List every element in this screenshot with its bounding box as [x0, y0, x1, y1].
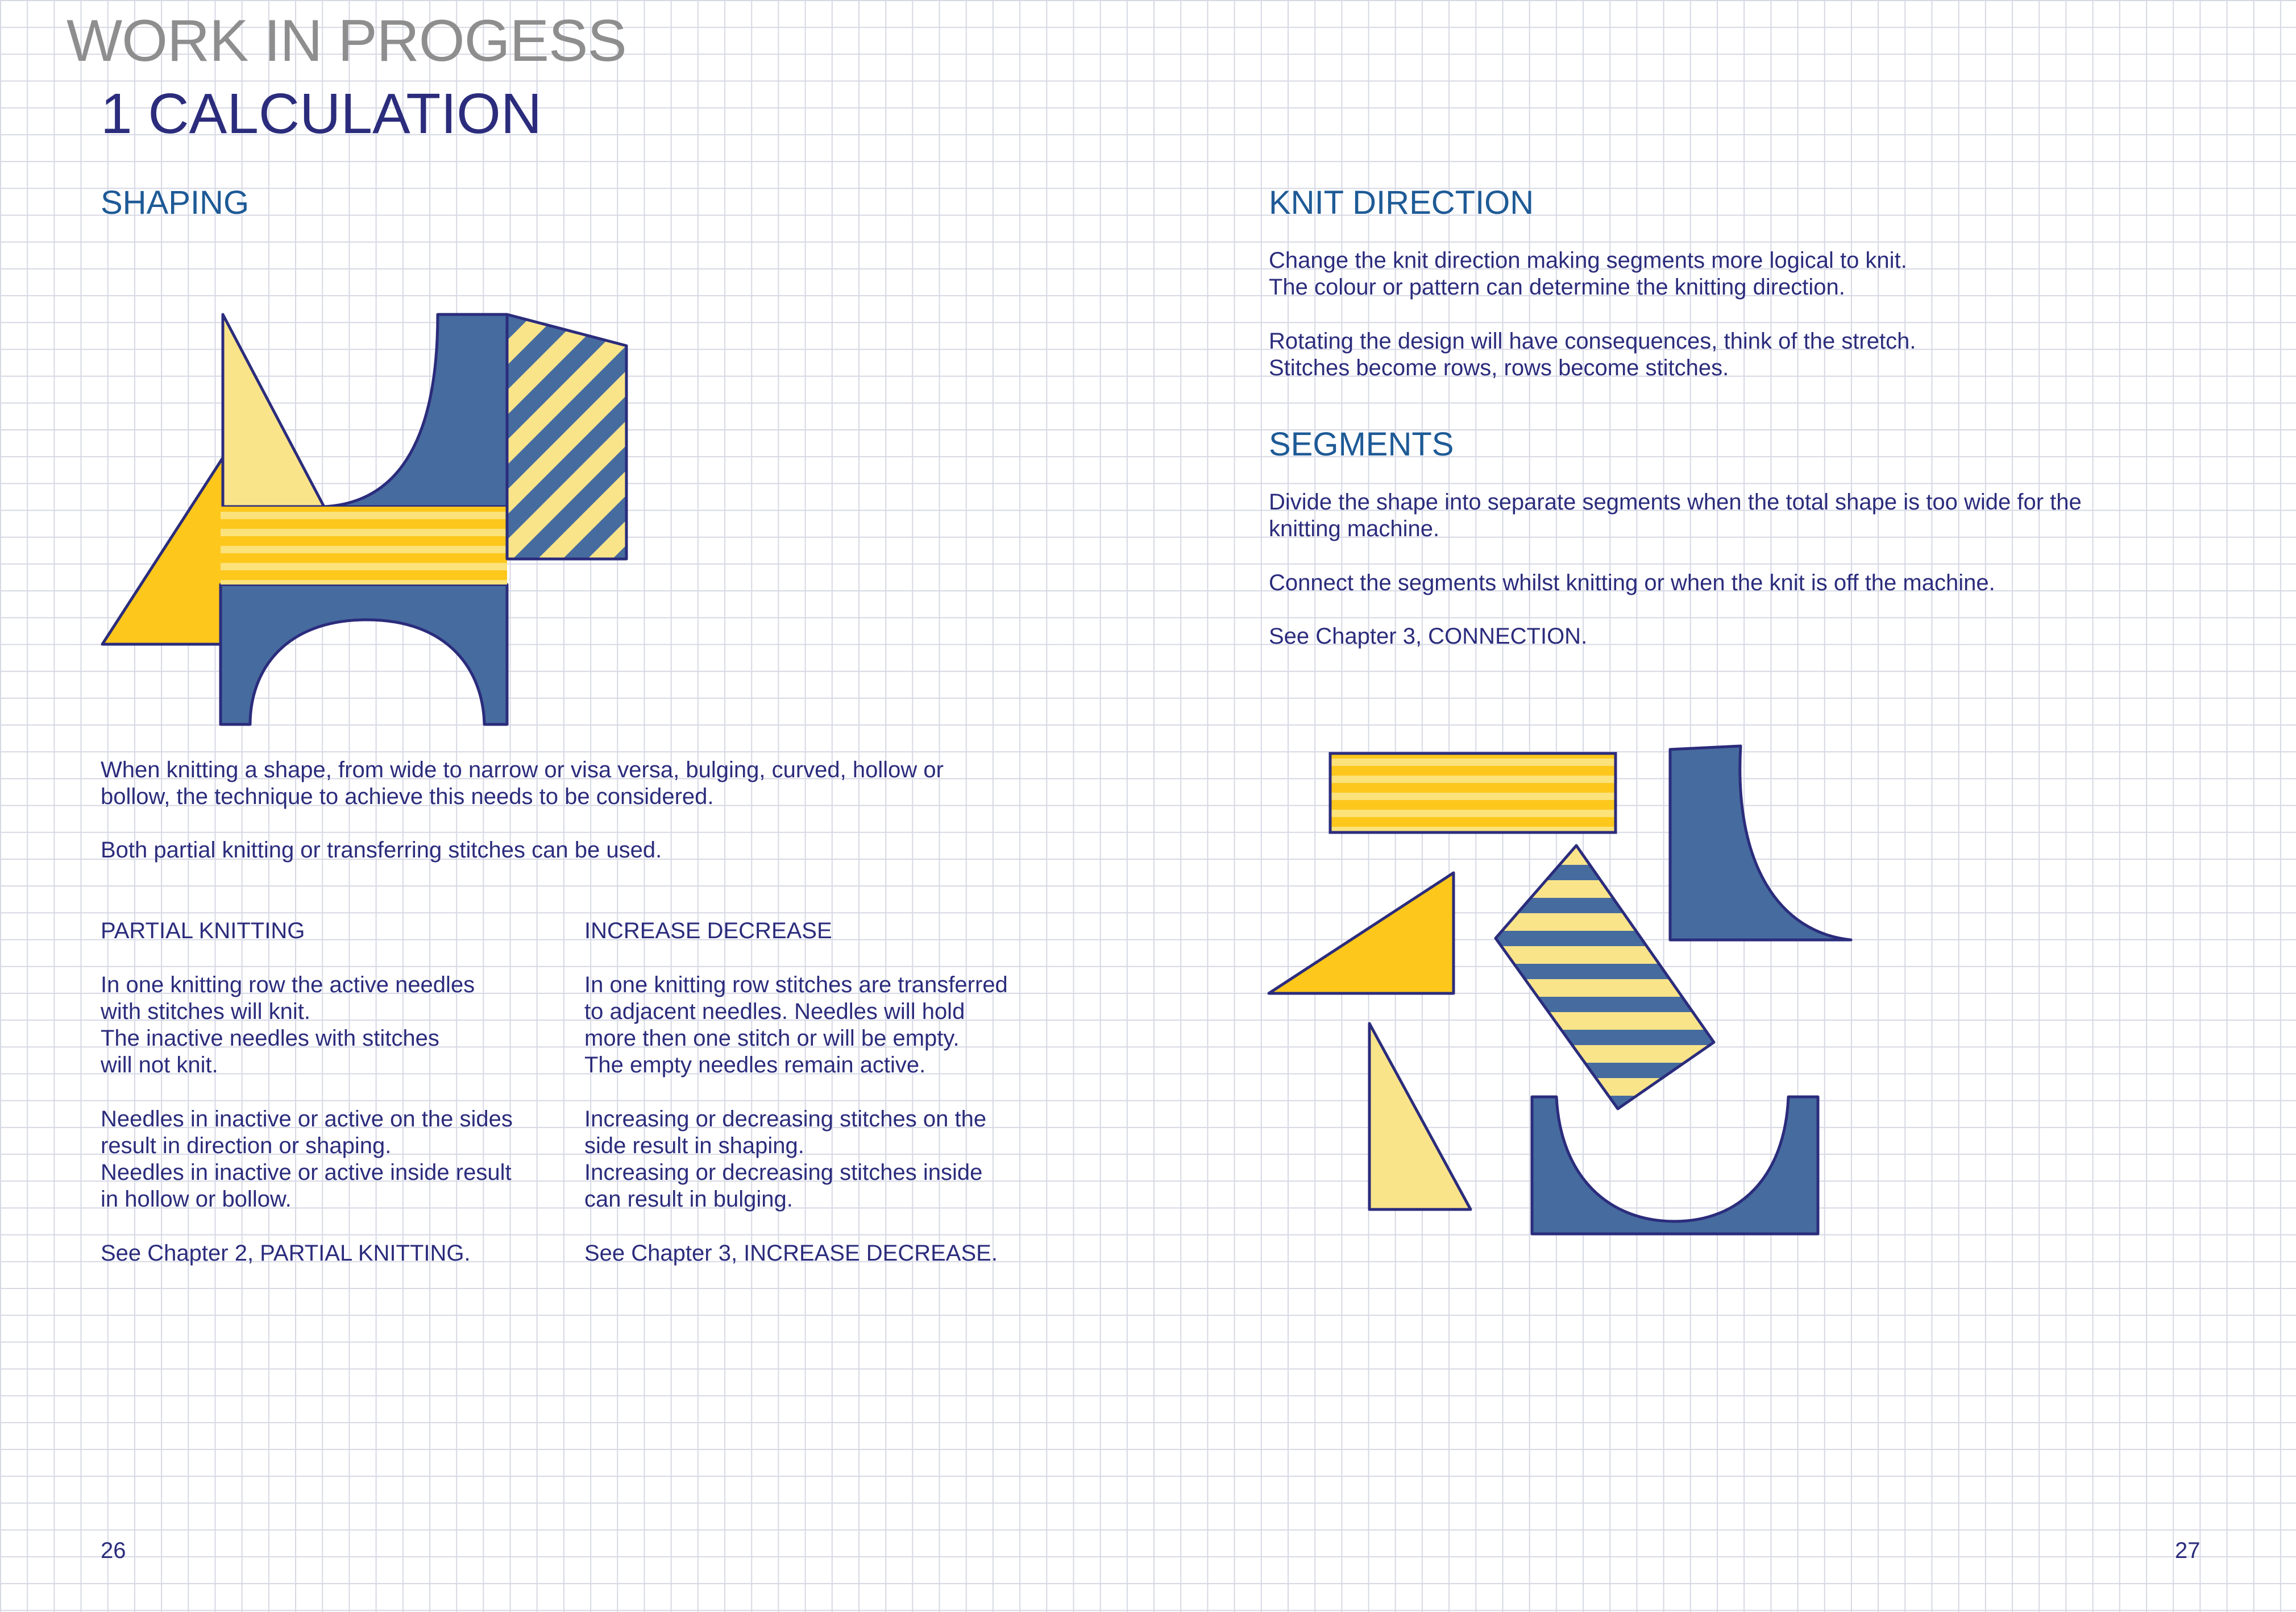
shaping-intro-2: Both partial knitting or transferring st… [101, 838, 662, 863]
partial-knitting-title: PARTIAL KNITTING [101, 918, 305, 943]
partial-knitting-para-1: In one knitting row the active needles w… [101, 972, 475, 1078]
knit-direction-para-1: Change the knit direction making segment… [1269, 248, 1907, 300]
increase-decrease-title: INCREASE DECREASE [584, 918, 832, 943]
partial-knitting-para-3: See Chapter 2, PARTIAL KNITTING. [101, 1241, 471, 1266]
increase-decrease-para-3: See Chapter 3, INCREASE DECREASE. [584, 1241, 998, 1266]
segments-para-1: Divide the shape into separate segments … [1269, 490, 2082, 541]
horizontal-stripe-band [221, 507, 507, 585]
increase-decrease-para-2: Increasing or decreasing stitches on the… [584, 1107, 987, 1212]
page-number-left: 26 [101, 1538, 126, 1563]
increase-decrease-para-1: In one knitting row stitches are transfe… [584, 972, 1008, 1078]
segment-blue-curved [1668, 744, 1853, 942]
segments-para-3: See Chapter 3, CONNECTION. [1269, 624, 1588, 649]
blue-arch-shape [219, 583, 509, 726]
knit-direction-para-2: Rotating the design will have consequenc… [1269, 329, 1916, 380]
segment-stripe-band [1328, 752, 1617, 834]
segment-light-yellow-triangle [1368, 1022, 1472, 1211]
segment-yellow-triangle [1267, 871, 1455, 995]
diagonal-stripe-shape [505, 313, 628, 561]
segment-blue-arch [1530, 1095, 1820, 1236]
shaping-intro-1: When knitting a shape, from wide to narr… [101, 757, 944, 809]
segment-diagonal-stripe [1494, 844, 1716, 1110]
header-title: WORK IN PROGESS [67, 8, 627, 74]
segments-para-2: Connect the segments whilst knitting or … [1269, 570, 1995, 595]
segments-heading: SEGMENTS [1269, 426, 1454, 463]
partial-knitting-para-2: Needles in inactive or active on the sid… [101, 1107, 513, 1212]
blue-curved-top-shape [322, 313, 509, 508]
knit-direction-heading: KNIT DIRECTION [1269, 184, 1534, 221]
shaping-heading: SHAPING [101, 184, 250, 221]
chapter-title: 1 CALCULATION [101, 82, 542, 146]
page-number-right: 27 [2175, 1538, 2200, 1563]
